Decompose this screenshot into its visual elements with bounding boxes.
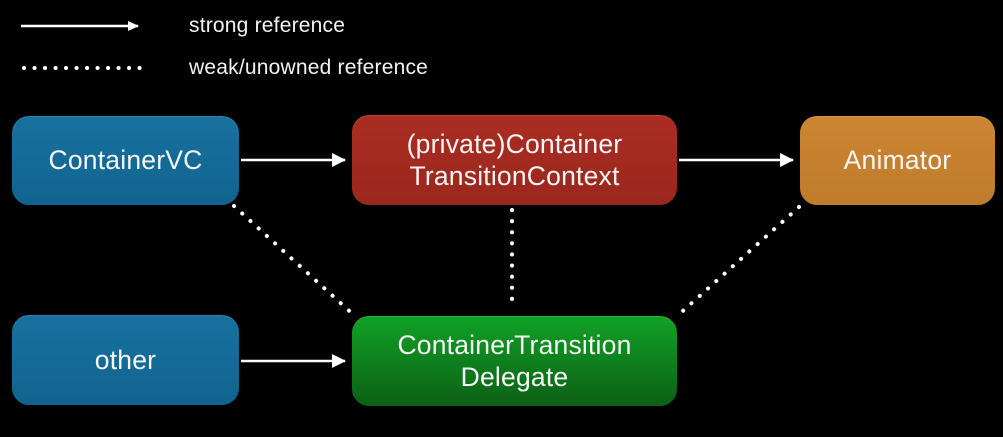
node-animator-label: Animator [843, 145, 952, 176]
node-container-transition-delegate: ContainerTransition Delegate [352, 316, 677, 406]
node-private-container-transition-context: (private)Container TransitionContext [352, 115, 677, 205]
legend-item-strong: strong reference [20, 5, 428, 47]
legend-label-weak: weak/unowned reference [189, 56, 429, 79]
node-container-vc: ContainerVC [12, 116, 239, 205]
node-container-vc-label: ContainerVC [48, 145, 203, 176]
legend-item-weak: weak/unowned reference [20, 47, 428, 89]
weak-reference-dotted-line-icon [22, 66, 150, 70]
legend: strong reference weak/unowned reference [20, 5, 428, 89]
strong-reference-arrow-icon [21, 21, 139, 31]
node-animator: Animator [800, 116, 995, 205]
node-other: other [12, 315, 239, 405]
legend-label-strong: strong reference [189, 14, 346, 37]
node-private-container-transition-context-label: (private)Container TransitionContext [406, 128, 623, 191]
node-container-transition-delegate-label: ContainerTransition Delegate [397, 329, 632, 392]
edge-animator-to-delegate-weak-dotted-line [673, 205, 801, 320]
node-other-label: other [94, 344, 157, 375]
edge-containervc-to-delegate-weak-dotted-line [232, 204, 359, 320]
